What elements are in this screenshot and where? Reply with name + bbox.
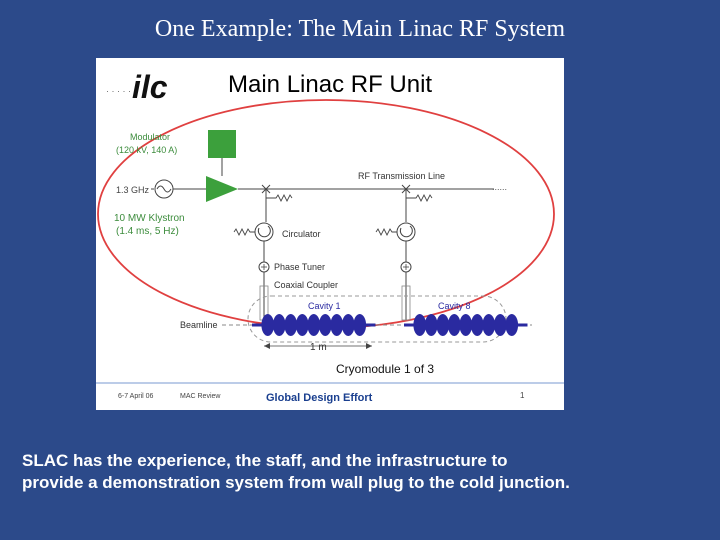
ilc-logo: ilc xyxy=(132,69,168,105)
length-arrow-left xyxy=(264,343,270,349)
slide-caption: SLAC has the experience, the staff, and … xyxy=(22,450,712,494)
slide-title: One Example: The Main Linac RF System xyxy=(154,16,566,42)
modulator-spec: (120 kV, 140 A) xyxy=(116,145,177,155)
cavity-cell xyxy=(272,314,286,336)
caption-line-1: SLAC has the experience, the staff, and … xyxy=(22,451,508,470)
footer-page: 1 xyxy=(520,391,525,400)
circulator-label: Circulator xyxy=(282,229,321,239)
cavity-cell xyxy=(505,314,519,336)
rf-branch-1 xyxy=(233,184,293,321)
cavity-cell xyxy=(447,314,461,336)
cavity-cell xyxy=(482,314,496,336)
cavity-cell xyxy=(424,314,438,336)
cavity-cell xyxy=(493,314,507,336)
klystron-spec: (1.4 ms, 5 Hz) xyxy=(116,226,179,237)
frequency-label: 1.3 GHz xyxy=(116,185,150,195)
phase-tuner-label: Phase Tuner xyxy=(274,262,325,272)
rf-unit-diagram: · · · · · ilc Main Linac RF Unit Modulat… xyxy=(96,58,564,410)
cavity-cell xyxy=(318,314,332,336)
cryomodule-label: Cryomodule 1 of 3 xyxy=(336,362,434,376)
klystron-label: 10 MW Klystron xyxy=(114,213,185,224)
footer-event: MAC Review xyxy=(180,393,221,400)
modulator-label: Modulator xyxy=(130,132,170,142)
transmission-line-label: RF Transmission Line xyxy=(358,171,445,181)
diagram-heading: Main Linac RF Unit xyxy=(228,71,432,98)
cavity-cell xyxy=(353,314,367,336)
cavity-1-label: Cavity 1 xyxy=(308,301,341,311)
footer-date: 6-7 April 06 xyxy=(118,393,154,400)
length-arrow-right xyxy=(366,343,372,349)
logo-dots: · · · · · xyxy=(106,86,131,96)
cavity-cell xyxy=(330,314,344,336)
cavity-cell xyxy=(436,314,450,336)
rf-unit-diagram-svg: · · · · · ilc Main Linac RF Unit Modulat… xyxy=(96,69,564,404)
rf-branch-2 xyxy=(375,184,433,321)
beamline-label: Beamline xyxy=(180,320,218,330)
klystron-icon xyxy=(206,176,238,202)
cavity-cell xyxy=(459,314,473,336)
cavity-cell xyxy=(284,314,298,336)
footer-center: Global Design Effort xyxy=(266,392,373,404)
cavity-cell xyxy=(341,314,355,336)
cavity-8 xyxy=(404,314,528,336)
cavity-cell xyxy=(261,314,275,336)
cavity-cell xyxy=(413,314,427,336)
cavity-8-label: Cavity 8 xyxy=(438,301,471,311)
coaxial-coupler-label: Coaxial Coupler xyxy=(274,280,338,290)
cavity-1 xyxy=(252,314,376,336)
sine-wave-icon xyxy=(156,185,172,193)
cavity-cell xyxy=(470,314,484,336)
caption-line-2: provide a demonstration system from wall… xyxy=(22,473,570,492)
cavity-cell xyxy=(307,314,321,336)
cryomodule-outline xyxy=(247,295,507,343)
length-label: 1 m xyxy=(310,342,327,353)
cavity-cell xyxy=(295,314,309,336)
transmission-line-continuation: ...... xyxy=(492,182,507,192)
modulator-block xyxy=(208,130,236,158)
